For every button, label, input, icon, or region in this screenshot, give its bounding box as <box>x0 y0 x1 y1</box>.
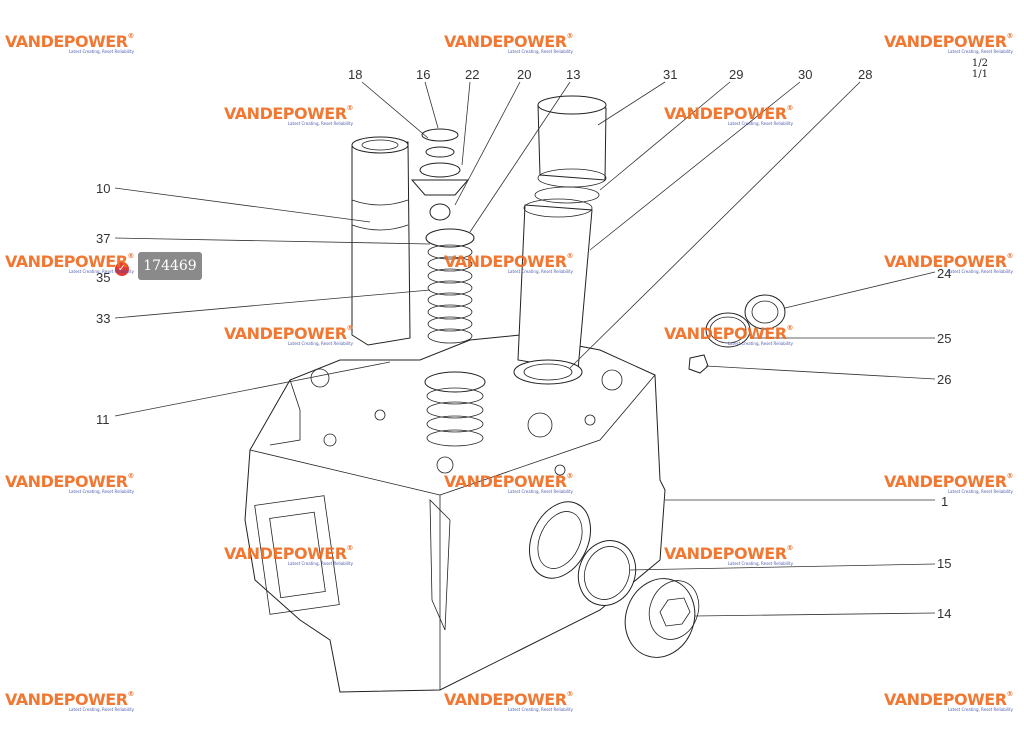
callout-35: 35 <box>96 270 110 285</box>
watermark-brand: VANDEPOWER <box>884 32 1007 51</box>
watermark-tagline: Latest Creating, Reset Reliability <box>727 121 794 126</box>
callout-1: 1 <box>941 494 948 509</box>
valve-spring-assembly <box>410 128 486 447</box>
callout-29: 29 <box>729 67 743 82</box>
vandepower-watermark: VANDEPOWER®Latest Creating, Reset Reliab… <box>664 104 794 126</box>
callout-13: 13 <box>566 67 580 82</box>
watermark-brand: VANDEPOWER <box>884 690 1007 709</box>
watermark-tagline: Latest Creating, Reset Reliability <box>727 561 794 566</box>
vandepower-watermark: VANDEPOWER®Latest Creating, Reset Reliab… <box>444 32 574 54</box>
watermark-tagline: Latest Creating, Reset Reliability <box>947 49 1014 54</box>
watermark-tagline: Latest Creating, Reset Reliability <box>727 341 794 346</box>
plug-parts-24-25-26 <box>688 294 786 374</box>
watermark-brand: VANDEPOWER <box>224 324 347 343</box>
watermark-tagline: Latest Creating, Reset Reliability <box>68 269 135 274</box>
vandepower-watermark: VANDEPOWER®Latest Creating, Reset Reliab… <box>884 690 1014 712</box>
vandepower-watermark: VANDEPOWER®Latest Creating, Reset Reliab… <box>5 472 135 494</box>
ring-and-plug-15-14 <box>577 540 700 658</box>
callout-26: 26 <box>937 372 951 387</box>
watermark-brand: VANDEPOWER <box>884 252 1007 271</box>
watermark-brand: VANDEPOWER <box>224 104 347 123</box>
vandepower-watermark: VANDEPOWER®Latest Creating, Reset Reliab… <box>664 324 794 346</box>
vandepower-watermark: VANDEPOWER®Latest Creating, Reset Reliab… <box>5 690 135 712</box>
cylinder-head-block <box>244 334 666 693</box>
watermark-tagline: Latest Creating, Reset Reliability <box>287 121 354 126</box>
part-number-badge[interactable]: 174469 <box>138 252 202 280</box>
watermark-tagline: Latest Creating, Reset Reliability <box>947 269 1014 274</box>
callout-31: 31 <box>663 67 677 82</box>
watermark-brand: VANDEPOWER <box>664 324 787 343</box>
watermark-brand: VANDEPOWER <box>5 690 128 709</box>
watermark-brand: VANDEPOWER <box>224 544 347 563</box>
watermark-tagline: Latest Creating, Reset Reliability <box>68 49 135 54</box>
watermark-tagline: Latest Creating, Reset Reliability <box>287 561 354 566</box>
vandepower-watermark: VANDEPOWER®Latest Creating, Reset Reliab… <box>5 32 135 54</box>
callout-labels: 18 16 22 20 13 31 29 30 28 10 37 35 33 1… <box>96 67 951 621</box>
watermark-tagline: Latest Creating, Reset Reliability <box>947 489 1014 494</box>
watermark-tagline: Latest Creating, Reset Reliability <box>507 49 574 54</box>
watermark-tagline: Latest Creating, Reset Reliability <box>947 707 1014 712</box>
leader-lines <box>114 81 936 617</box>
watermark-brand: VANDEPOWER <box>884 472 1007 491</box>
callout-30: 30 <box>798 67 812 82</box>
vandepower-watermark: VANDEPOWER®Latest Creating, Reset Reliab… <box>224 104 354 126</box>
watermark-brand: VANDEPOWER <box>444 472 567 491</box>
vandepower-watermark: VANDEPOWER®Latest Creating, Reset Reliab… <box>884 252 1014 274</box>
watermark-brand: VANDEPOWER <box>5 252 128 271</box>
callout-25: 25 <box>937 331 951 346</box>
watermark-brand: VANDEPOWER <box>444 252 567 271</box>
callout-11: 11 <box>96 412 110 427</box>
watermark-brand: VANDEPOWER <box>5 472 128 491</box>
corner-reference: 1/2 1/1 <box>971 58 988 80</box>
callout-37: 37 <box>96 231 110 246</box>
vandepower-watermark: VANDEPOWER®Latest Creating, Reset Reliab… <box>884 32 1014 54</box>
watermark-tagline: Latest Creating, Reset Reliability <box>507 269 574 274</box>
vandepower-watermark: VANDEPOWER®Latest Creating, Reset Reliab… <box>444 690 574 712</box>
callout-15: 15 <box>937 556 951 571</box>
watermark-brand: VANDEPOWER <box>444 690 567 709</box>
watermark-brand: VANDEPOWER <box>664 104 787 123</box>
callout-14: 14 <box>937 606 951 621</box>
watermark-tagline: Latest Creating, Reset Reliability <box>507 707 574 712</box>
callout-20: 20 <box>517 67 531 82</box>
vandepower-watermark: VANDEPOWER®Latest Creating, Reset Reliab… <box>664 544 794 566</box>
callout-16: 16 <box>416 67 430 82</box>
watermark-tagline: Latest Creating, Reset Reliability <box>68 489 135 494</box>
vandepower-watermark: VANDEPOWER®Latest Creating, Reset Reliab… <box>884 472 1014 494</box>
vandepower-watermark: VANDEPOWER®Latest Creating, Reset Reliab… <box>224 324 354 346</box>
callout-24: 24 <box>937 266 951 281</box>
watermark-brand: VANDEPOWER <box>444 32 567 51</box>
callout-28: 28 <box>858 67 872 82</box>
vandepower-watermark: VANDEPOWER®Latest Creating, Reset Reliab… <box>444 472 574 494</box>
callout-10: 10 <box>96 181 110 196</box>
callout-33: 33 <box>96 311 110 326</box>
watermark-brand: VANDEPOWER <box>5 32 128 51</box>
sleeve-part-10 <box>351 136 411 346</box>
injector-sleeve-assembly <box>513 95 607 385</box>
check-icon[interactable]: ✓ <box>115 262 129 276</box>
vandepower-watermark: VANDEPOWER®Latest Creating, Reset Reliab… <box>444 252 574 274</box>
callout-18: 18 <box>348 67 362 82</box>
watermark-brand: VANDEPOWER <box>664 544 787 563</box>
watermark-tagline: Latest Creating, Reset Reliability <box>287 341 354 346</box>
vandepower-watermark: VANDEPOWER®Latest Creating, Reset Reliab… <box>224 544 354 566</box>
watermark-tagline: Latest Creating, Reset Reliability <box>68 707 135 712</box>
callout-22: 22 <box>465 67 479 82</box>
watermark-tagline: Latest Creating, Reset Reliability <box>507 489 574 494</box>
vandepower-watermark: VANDEPOWER®Latest Creating, Reset Reliab… <box>5 252 135 274</box>
